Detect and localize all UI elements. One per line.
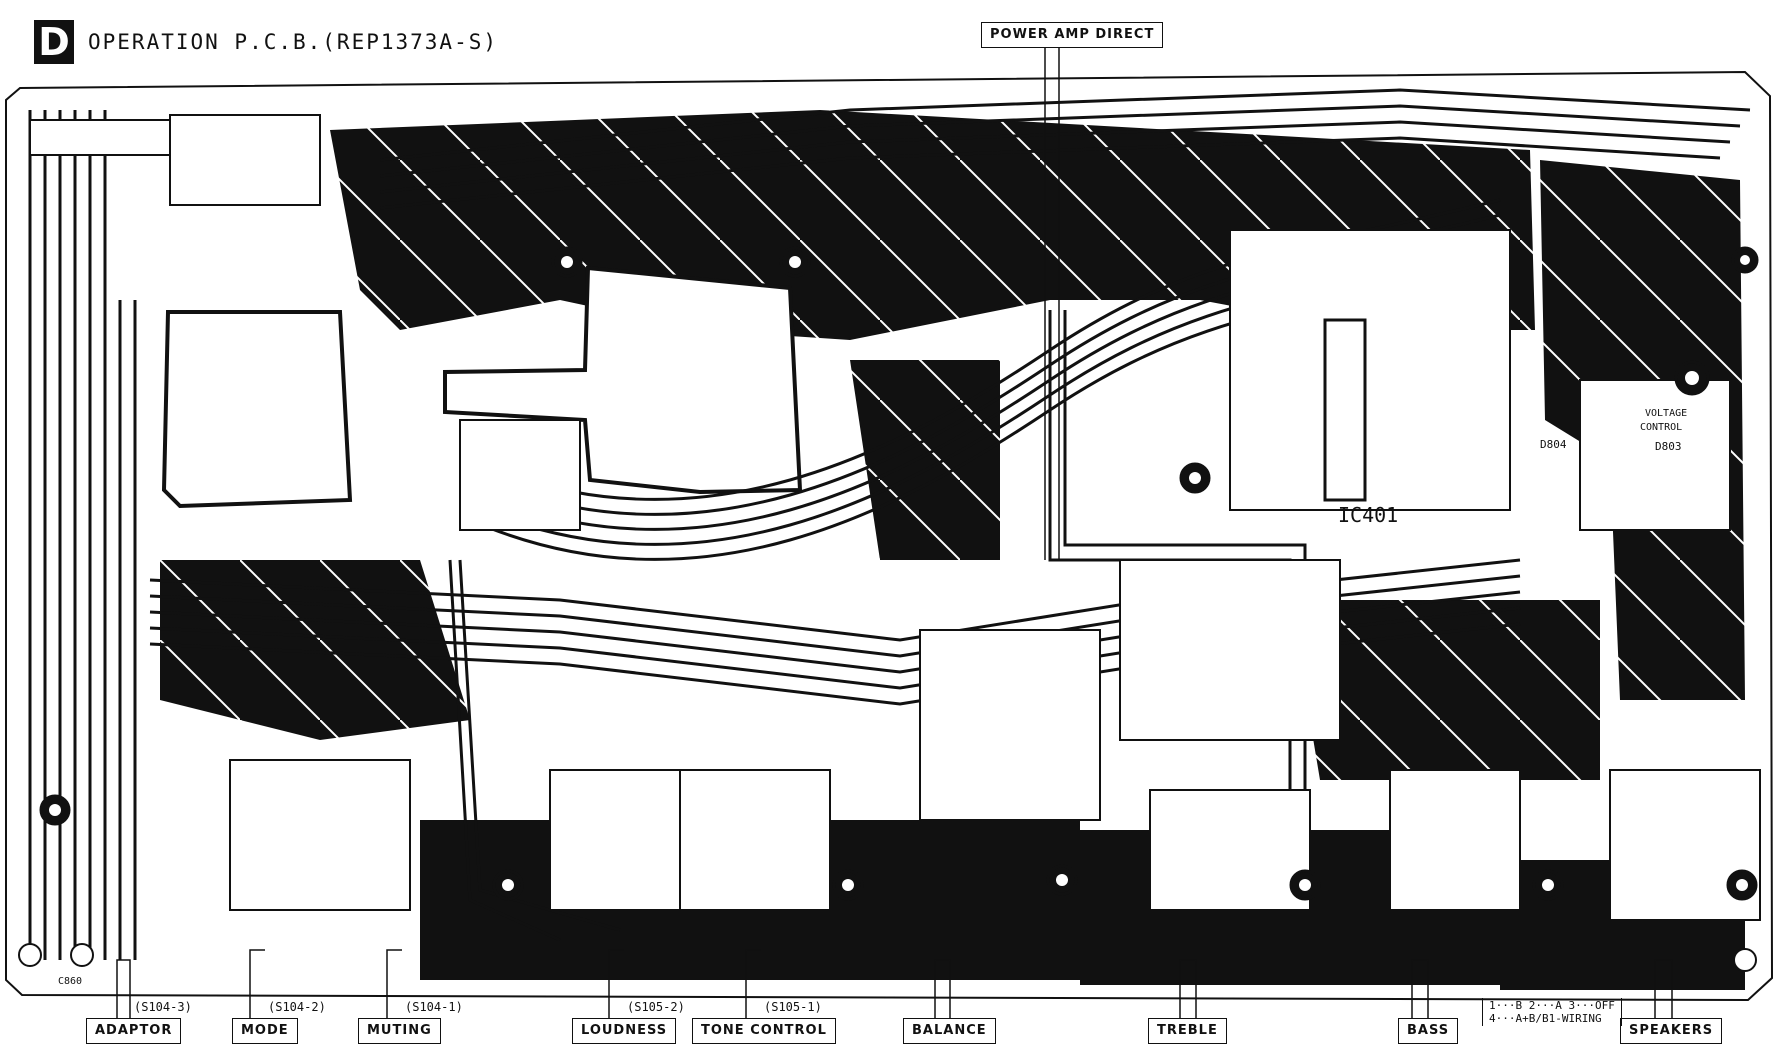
bass-label: BASS xyxy=(1398,1018,1459,1044)
components xyxy=(29,114,1761,921)
cutout-center xyxy=(443,265,803,495)
corner-holes xyxy=(18,943,1757,972)
balance-label: BALANCE xyxy=(903,1018,996,1044)
loudness-label: LOUDNESS xyxy=(572,1018,677,1044)
mode-label: MODE xyxy=(232,1018,298,1044)
cutout-left xyxy=(161,310,353,509)
adaptor-switch-ref: (S104-3) xyxy=(134,1000,192,1014)
voltage-control-mark-2: CONTROL xyxy=(1640,422,1682,433)
section-badge: D xyxy=(34,20,74,64)
board-title: OPERATION P.C.B.(REP1373A-S) xyxy=(88,30,499,54)
speaker-note-line-1: 1···B 2···A 3···OFF xyxy=(1489,999,1615,1012)
c860-mark: C860 xyxy=(58,976,82,987)
speaker-note-line-2: 4···A+B/B1-WIRING xyxy=(1489,1012,1602,1025)
d804-mark: D804 xyxy=(1540,438,1567,451)
adaptor-label: ADAPTOR xyxy=(86,1018,182,1044)
muting-switch-ref: (S104-1) xyxy=(405,1000,463,1014)
leader-lines xyxy=(116,48,1673,1018)
tone-switch-ref: (S105-1) xyxy=(764,1000,822,1014)
mode-switch-ref: (S104-2) xyxy=(268,1000,326,1014)
treble-label: TREBLE xyxy=(1148,1018,1227,1044)
loudness-switch-ref: (S105-2) xyxy=(627,1000,685,1014)
muting-label: MUTING xyxy=(358,1018,441,1044)
power-amp-direct-label: POWER AMP DIRECT xyxy=(981,22,1164,48)
tone-control-label: TONE CONTROL xyxy=(692,1018,836,1044)
d803-mark: D803 xyxy=(1655,440,1682,453)
speakers-label: SPEAKERS xyxy=(1620,1018,1723,1044)
header: D OPERATION P.C.B.(REP1373A-S) xyxy=(34,20,498,64)
voltage-control-mark: VOLTAGE xyxy=(1645,408,1687,419)
ic401-mark: IC401 xyxy=(1338,503,1398,527)
speaker-wiring-note: 1···B 2···A 3···OFF 4···A+B/B1-WIRING xyxy=(1482,998,1622,1026)
